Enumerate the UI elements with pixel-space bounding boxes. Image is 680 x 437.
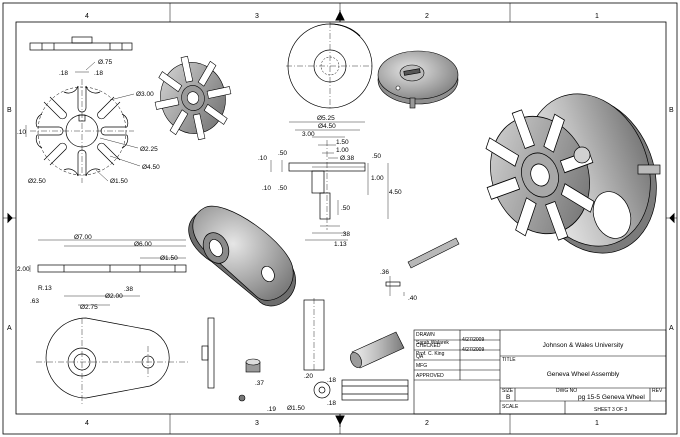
dim-label: .38 [341,231,350,238]
zone-left-a: A [7,325,12,332]
small-parts [201,276,409,401]
small-parts-shaded [238,237,460,402]
tb-sheet: SHEET 3 OF 3 [594,407,627,413]
dim-label: .63 [30,298,39,305]
dim-label: .50 [341,205,350,212]
tb-checked-label: CHECKED [416,343,441,349]
dim-label: 2.00 [17,266,30,273]
tb-drawn-label: DRAWN [416,332,435,338]
dim-label: Ø2.50 [28,178,46,185]
dim-label: .38 [124,286,133,293]
tb-title: Geneva Wheel Assembly [547,371,620,378]
dim-label: Ø4.50 [318,123,336,130]
tb-checked-by: Prof. C. King [416,351,445,357]
tb-drawn-date: 4/27/2009 [462,337,484,343]
dim-label: Ø2.75 [80,304,98,311]
zone-top-2: 2 [425,13,429,20]
tb-scale-label: SCALE [502,404,519,410]
dim-label: Ø.38 [340,155,354,162]
zone-top-1: 1 [595,13,599,20]
tb-rev-label: REV [652,388,663,394]
dim-label: .50 [278,185,287,192]
dim-label: R.13 [38,285,52,292]
dim-label: 1.50 [336,139,349,146]
zone-bottom-2: 2 [425,420,429,427]
crank-disc-iso [377,50,459,109]
tb-approved-label: APPROVED [416,373,444,379]
crank-disc-front-view [286,22,374,110]
tb-size: B [506,394,510,401]
zone-bottom-1: 1 [595,420,599,427]
tb-size-label: SIZE [502,388,514,394]
zone-left-b: B [7,107,12,114]
tb-drawn-by: Sarah Walarek [416,340,449,346]
dim-label: Ø2.00 [105,293,123,300]
zone-right-a: A [669,325,674,332]
dim-label: Ø2.25 [140,146,158,153]
dim-label: Ø1.50 [287,405,305,412]
dim-label: .50 [372,153,381,160]
dim-label: .10 [258,155,267,162]
dim-label: 4.50 [389,189,402,196]
title-block: DRAWN Sarah Walarek 4/27/2009 CHECKED Pr… [413,329,667,415]
tb-mfg-label: MFG [416,363,427,369]
arm-top-view [36,317,190,404]
dim-label: Ø3.00 [136,91,154,98]
dim-label: .18 [327,377,336,384]
dim-label: .37 [255,380,264,387]
dim-label: .19 [267,406,276,413]
tb-title-label: TITLE [502,357,516,363]
dim-label: Ø7.00 [74,234,92,241]
dim-label: Ø.75 [98,59,112,66]
dim-label: .18 [59,70,68,77]
dim-label: .10 [17,129,26,136]
dim-label: Ø1.50 [160,255,178,262]
arm-dimensions: Ø7.00 Ø6.00 2.00 Ø1.50 R.13 .38 Ø2.00 .6… [17,234,178,311]
dim-label: Ø4.50 [142,164,160,171]
tb-dwg-label: DWG NO [556,388,577,394]
zone-bottom-3: 3 [255,420,259,427]
dim-label: Ø1.50 [110,178,128,185]
dim-label: .36 [380,269,389,276]
geneva-wheel-side-view [29,36,133,51]
zone-right-b: B [669,107,674,114]
geneva-wheel-front-view [25,61,141,183]
dim-label: .50 [278,150,287,157]
tb-qa-label: QA [416,354,424,360]
zone-bottom-4: 4 [85,420,89,427]
dim-label: 1.13 [334,241,347,248]
shaft-dimensions: Ø5.25 Ø4.50 3.00 1.50 1.00 Ø.38 .50 .10 … [258,115,402,248]
small-parts-dimensions: .36 .40 .37 .19 .20 .18 .18 Ø1.50 [255,269,417,413]
zone-labels: 4 3 2 1 4 3 2 1 B A B A [7,13,674,427]
crank-arm-iso [188,205,296,307]
dim-label: .20 [304,373,313,380]
dim-label: Ø6.00 [134,241,152,248]
dim-label: 3.00 [302,131,315,138]
tb-company: Johnson & Wales University [543,342,624,349]
assembly-iso [485,93,661,254]
tb-checked-date: 4/27/2009 [462,347,484,353]
dim-label: 1.00 [336,147,349,154]
arm-side-view [29,239,187,306]
tb-dwg-no: pg 15-5 Geneva Wheel [578,394,645,401]
zone-top-3: 3 [255,13,259,20]
shaft-section-view [270,121,389,241]
dim-label: .40 [408,295,417,302]
zone-top-4: 4 [85,13,89,20]
wheel-front-dimensions: Ø.75 .18 .18 Ø3.00 .10 Ø2.25 Ø4.50 Ø2.50… [17,59,160,185]
dim-label: 1.00 [371,175,384,182]
dim-label: .18 [327,400,336,407]
dim-label: Ø5.25 [317,115,335,122]
geneva-wheel-iso-small [154,55,232,141]
dim-label: .18 [94,70,103,77]
dim-label: .10 [262,185,271,192]
